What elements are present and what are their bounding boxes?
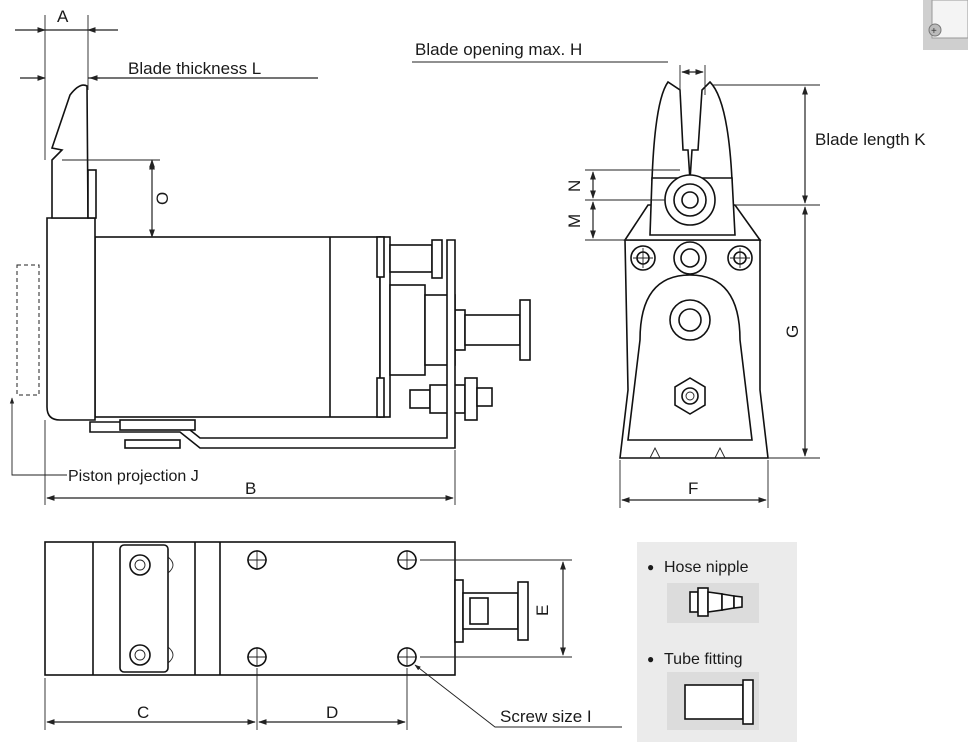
- dim-label-piston-projection: Piston projection J: [68, 468, 199, 485]
- dim-label-b: B: [245, 479, 256, 498]
- dim-label-o: O: [153, 192, 172, 205]
- legend-bullet-2: ●: [647, 652, 654, 666]
- front-blade-right: [689, 80, 733, 181]
- legend-tube-fitting-label: Tube fitting: [664, 651, 743, 668]
- side-view: [16, 84, 531, 449]
- dim-label-g: G: [783, 325, 802, 338]
- legend-hose-nipple-label: Hose nipple: [664, 559, 749, 576]
- dim-label-blade-opening: Blade opening max. H: [415, 40, 582, 59]
- side-dimensions: [9, 15, 456, 505]
- screw-holes: [247, 550, 417, 667]
- fitting-legend: [637, 542, 797, 742]
- dim-label-m: M: [565, 214, 584, 228]
- dim-label-blade-length: Blade length K: [815, 130, 926, 149]
- front-plate: [46, 217, 96, 421]
- dim-label-e: E: [533, 605, 552, 616]
- dim-label-c: C: [137, 703, 149, 722]
- dim-label-a: A: [57, 7, 69, 26]
- product-photo-fragment: +: [923, 0, 968, 50]
- legend-bullet-1: ●: [647, 560, 654, 574]
- dim-label-screw-size: Screw size I: [500, 707, 592, 726]
- dim-label-blade-thickness: Blade thickness L: [128, 59, 261, 78]
- front-blade-left: [651, 80, 691, 181]
- dim-label-n: N: [565, 180, 584, 192]
- dim-label-d: D: [326, 703, 338, 722]
- dim-label-f: F: [688, 479, 698, 498]
- piston-projection-outline: [16, 264, 40, 396]
- hose-nipple-icon: [689, 587, 743, 617]
- svg-text:+: +: [931, 26, 937, 37]
- top-view: [44, 541, 529, 676]
- front-dimensions: [412, 61, 820, 508]
- blade: [50, 84, 89, 219]
- cylinder-body: [94, 236, 381, 418]
- tube-fitting-icon: [684, 679, 754, 725]
- top-dimensions: [44, 559, 622, 730]
- front-view: [619, 80, 769, 459]
